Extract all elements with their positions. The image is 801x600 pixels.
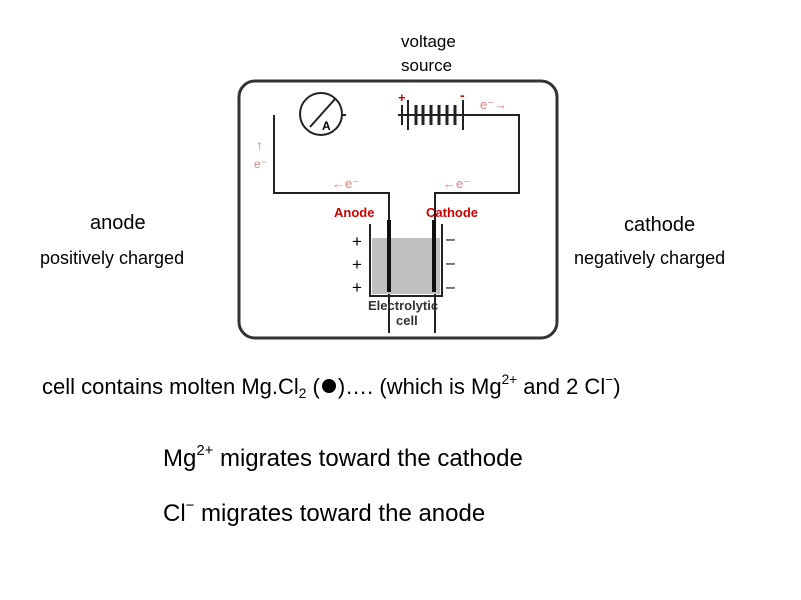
- molten-salt-statement: cell contains molten Mg.Cl2 ()…. (which …: [42, 371, 621, 402]
- anode-subtitle: positively charged: [40, 248, 185, 268]
- electrolyte: [372, 238, 440, 294]
- bullet-dot: [321, 379, 336, 393]
- electron-flow-top: e⁻→: [480, 97, 507, 112]
- anode-electrode: [387, 220, 391, 292]
- anode-charge-1: +: [352, 232, 362, 251]
- cathode-charge-3: –: [446, 279, 455, 296]
- anode-label: Anode: [334, 205, 374, 220]
- electron-flow-side: e⁻: [254, 157, 267, 171]
- cathode-electrode: [432, 220, 436, 292]
- ammeter-label: A: [322, 119, 331, 133]
- cl-migration-statement: Cl− migrates toward the anode: [163, 497, 486, 527]
- cathode-charge-2: –: [446, 255, 455, 272]
- battery-minus: -: [460, 87, 465, 103]
- cathode-label: Cathode: [426, 205, 478, 220]
- voltage-label-line2: source: [401, 56, 453, 75]
- electron-flow-left: ←e⁻: [332, 176, 359, 191]
- ammeter-needle: [309, 98, 336, 128]
- cell-caption-line2: cell: [396, 313, 418, 328]
- battery: [401, 100, 464, 130]
- voltage-label-line1: voltage: [401, 32, 456, 51]
- electron-flow-mid: ←e⁻: [443, 176, 470, 191]
- cell-caption-line1: Electrolytic: [368, 298, 438, 313]
- up-arrow: ↑: [256, 137, 263, 153]
- anode-charge-2: +: [352, 255, 362, 274]
- voltage-source-label: voltage source: [401, 30, 456, 78]
- cathode-title: cathode: [624, 214, 696, 236]
- anode-title: anode: [90, 212, 146, 234]
- mg-migration-statement: Mg2+ migrates toward the cathode: [163, 442, 523, 472]
- anode-charge-3: +: [352, 278, 362, 297]
- beaker: [369, 224, 443, 297]
- battery-plus: +: [398, 90, 406, 105]
- electrolytic-cell-diagram: A + - e⁻→ ↑ e⁻ ←e⁻ ←e⁻ Anode Cathode + +…: [237, 79, 559, 340]
- cathode-subtitle: negatively charged: [574, 248, 726, 268]
- diagram-frame: [237, 79, 559, 340]
- cathode-charge-1: –: [446, 231, 455, 248]
